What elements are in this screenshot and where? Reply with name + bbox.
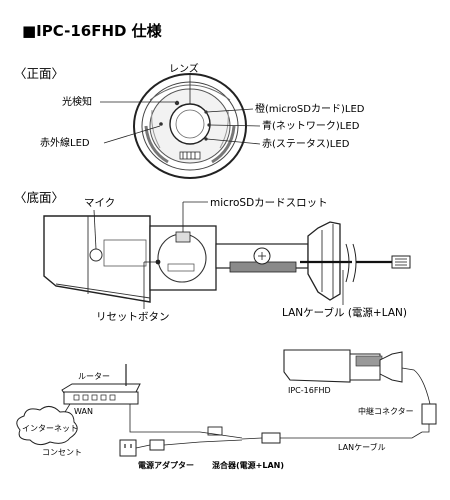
lan-cable-graphic [300, 243, 411, 283]
power-adapter-icon [149, 439, 165, 451]
lan-cable-conn-label: LANケーブル [338, 442, 386, 452]
camera-icon [283, 349, 351, 383]
router-label: ルーター [78, 372, 110, 381]
connection-diagram: ルーター WAN インターネット コンセント 電源アダプター 混合器 [16, 349, 437, 470]
camera-model-label: IPC-16FHD [288, 386, 331, 395]
outlet-icon [119, 439, 137, 457]
reset-button-label: リセットボタン [96, 311, 170, 323]
bottom-heading: 〈底面〉 [14, 190, 64, 205]
red-led-label: 赤(ステータス)LED [262, 138, 350, 150]
camera-bottom-view [43, 215, 341, 303]
light-sensor-icon [174, 100, 180, 106]
wan-label: WAN [74, 407, 93, 416]
microsd-slot-label: microSDカードスロット [210, 197, 328, 209]
relay-connector-label: 中継コネクター [358, 406, 414, 416]
internet-cloud-icon [16, 406, 78, 446]
page-title: ■IPC-16FHD 仕様 [22, 22, 163, 40]
microphone-icon [89, 248, 103, 262]
infrared-led-label: 赤外線LED [40, 136, 90, 149]
infrared-led-icon [159, 122, 163, 126]
outlet-label: コンセント [42, 448, 82, 457]
mic-label: マイク [84, 197, 115, 209]
mixer-icon [261, 432, 281, 444]
orange-led-label: 橙(microSDカード)LED [255, 102, 365, 115]
light-sensor-label: 光検知 [62, 95, 92, 108]
lan-cable-label: LANケーブル (電源+LAN) [282, 306, 407, 319]
front-heading: 〈正面〉 [14, 66, 64, 81]
internet-label: インターネット [22, 424, 78, 433]
camera-front-view [133, 73, 247, 179]
relay-connector-icon [421, 403, 437, 425]
reset-button-icon [155, 259, 161, 265]
power-adapter-label: 電源アダプター [138, 460, 194, 470]
lens-label: レンズ [169, 62, 199, 75]
microsd-slot-icon [175, 231, 191, 243]
mixer-label: 混合器(電源+LAN) [212, 460, 284, 470]
blue-led-label: 青(ネットワーク)LED [262, 119, 360, 132]
